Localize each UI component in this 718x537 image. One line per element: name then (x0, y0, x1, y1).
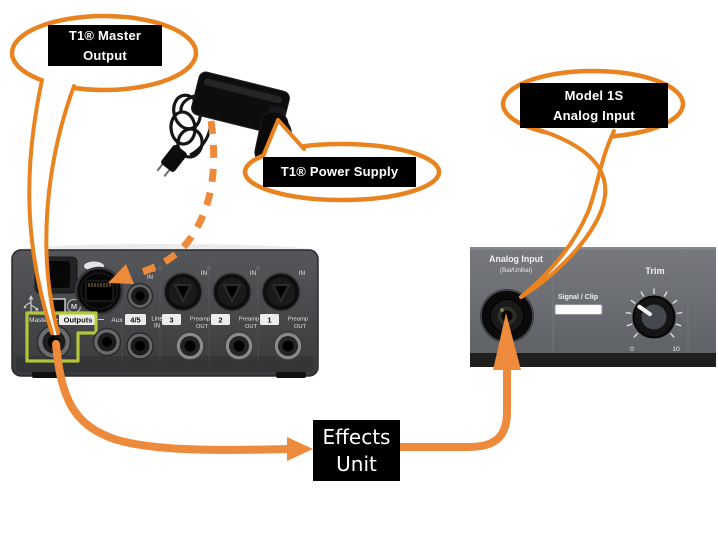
effects-unit-line2: Unit (336, 451, 377, 476)
callout-analog-input-line2: Analog Input (553, 107, 635, 123)
preamp-label: Preamp (288, 317, 308, 323)
ch3-label: 3 (169, 316, 173, 325)
callout-master-output-line2: Output (83, 47, 127, 63)
callout-analog-input-line1: Model 1S (564, 87, 624, 103)
t1-rear-panel-image: M Master Outputs Aux Line IN (11, 244, 319, 378)
ch3-combo-input-jack (163, 272, 203, 312)
callout-master-output-label: T1® Master Output (48, 25, 162, 66)
usb-icon (23, 295, 39, 313)
signal-clip-led (554, 304, 603, 315)
ch45-line-in-jack-bottom (126, 332, 154, 360)
in-label: IN (299, 270, 306, 277)
effects-unit-box: Effects Unit (313, 420, 400, 481)
master-label: Master (29, 317, 50, 324)
outputs-label: Outputs (64, 316, 93, 325)
preamp-label: Preamp (239, 317, 259, 323)
m-logo-letter: M (71, 302, 77, 311)
ch2-combo-input-jack (212, 272, 252, 312)
effects-unit-line1: Effects (322, 424, 391, 449)
ch1-preamp-out-jack (273, 331, 303, 361)
ch45-label: 4/5 (130, 316, 140, 325)
trim-max-label: 10 (672, 346, 680, 353)
line-label: Line (151, 317, 163, 323)
ch1-label: 1 (267, 316, 271, 325)
power-cable-dashed-arrow (108, 120, 218, 284)
preamp-label: Preamp (190, 317, 210, 323)
in-label: IN (201, 270, 208, 277)
ch1-combo-input-jack (261, 272, 301, 312)
dashed-arrowhead (108, 264, 134, 284)
analog-input-jack (480, 289, 534, 343)
callout-power-supply-text: T1® Power Supply (280, 164, 399, 180)
signal-clip-label: Signal / Clip (558, 294, 598, 301)
power-plug (156, 144, 187, 177)
tonematch-power-port (74, 266, 124, 316)
out-label: OUT (245, 324, 258, 330)
callout-master-output-line1: T1® Master (68, 27, 142, 43)
trim-label: Trim (645, 266, 664, 276)
right-arrowhead (287, 437, 313, 461)
callout-analog-input-label: Model 1S Analog Input (520, 83, 668, 128)
out-label: OUT (294, 324, 307, 330)
arrow-master-to-effects (52, 340, 313, 461)
trim-knob (632, 295, 676, 339)
callout-tail (262, 118, 306, 156)
callout-power-supply-label: T1® Power Supply (263, 157, 416, 187)
callout-tail (519, 125, 616, 299)
up-arrowhead (493, 313, 521, 370)
in-label: IN (154, 324, 160, 330)
ch45-line-in-jack-top (126, 282, 154, 310)
trim-min-label: 0 (630, 346, 634, 353)
callout-tail (27, 78, 76, 335)
ch2-preamp-out-jack (224, 331, 254, 361)
trim-knob-indicator (637, 304, 652, 317)
out-label: OUT (196, 324, 209, 330)
analog-input-label: Analog Input (489, 254, 543, 264)
aux-output-jack (92, 327, 122, 357)
in-label: IN (250, 270, 257, 277)
arrow-effects-to-analog-input (397, 313, 521, 451)
in-label: IN (147, 275, 153, 281)
ch2-label: 2 (218, 316, 222, 325)
bal-unbal-label: (Bal/UnBal) (500, 267, 532, 274)
ch3-preamp-out-jack (175, 331, 205, 361)
trim-scale-ticks (625, 288, 683, 338)
aux-label: Aux (111, 317, 123, 324)
master-output-highlight (25, 311, 98, 363)
